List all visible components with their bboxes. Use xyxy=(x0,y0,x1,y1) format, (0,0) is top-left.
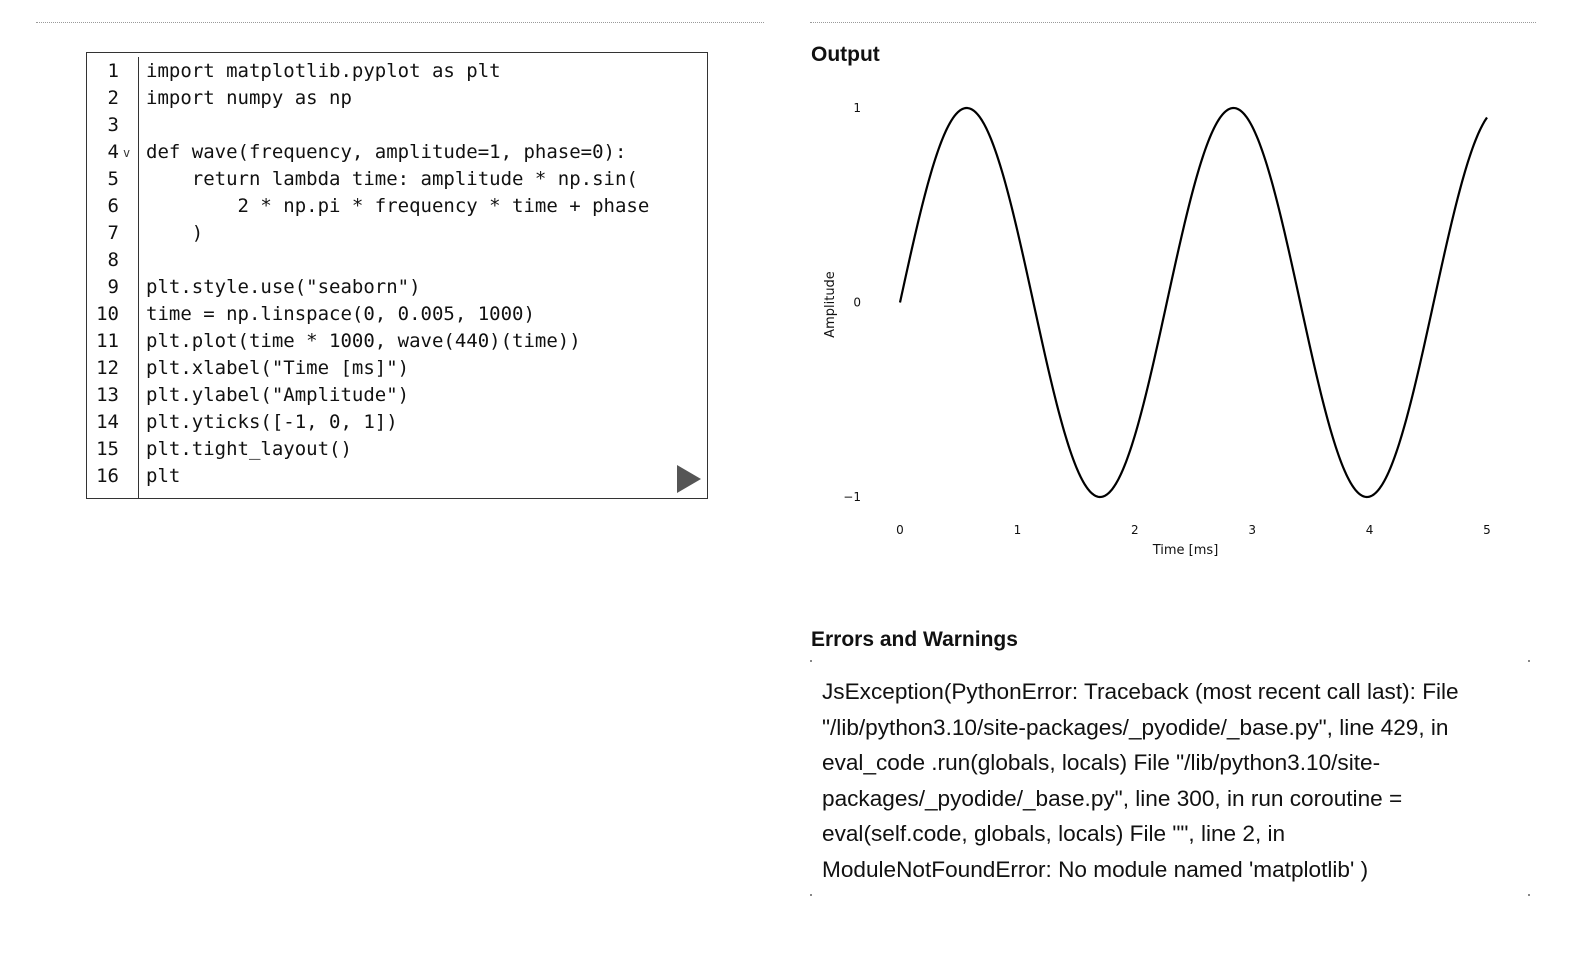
errors-panel: JsException(PythonError: Traceback (most… xyxy=(810,660,1530,896)
line-number: 1 xyxy=(107,60,119,82)
panel-corner xyxy=(1528,660,1530,662)
line-number: 5 xyxy=(107,168,119,190)
line-number: 10 xyxy=(96,303,119,325)
code-text[interactable]: 2 * np.pi * frequency * time + phase xyxy=(146,195,650,217)
x-tick-label: 4 xyxy=(1366,523,1374,537)
errors-title: Errors and Warnings xyxy=(811,628,1018,651)
line-number: 3 xyxy=(107,114,119,136)
line-number: 13 xyxy=(96,384,119,406)
chart-axes: 0 1 2 3 4 5 1 0 −1 xyxy=(843,101,1491,537)
line-number: 14 xyxy=(96,411,119,433)
code-line[interactable]: 16 plt xyxy=(87,463,707,490)
code-line[interactable]: 9 plt.style.use("seaborn") xyxy=(87,274,707,301)
line-number: 8 xyxy=(107,249,119,271)
x-axis-label: Time [ms] xyxy=(1152,543,1219,558)
code-line[interactable]: 11 plt.plot(time * 1000, wave(440)(time)) xyxy=(87,328,707,355)
code-text[interactable]: plt.xlabel("Time [ms]") xyxy=(146,357,410,379)
code-text[interactable]: time = np.linspace(0, 0.005, 1000) xyxy=(146,303,535,325)
line-number: 9 xyxy=(107,276,119,298)
x-tick-label: 3 xyxy=(1248,523,1256,537)
code-text[interactable]: import numpy as np xyxy=(146,87,352,109)
y-tick-label: 0 xyxy=(853,296,861,310)
line-number: 15 xyxy=(96,438,119,460)
line-number: 11 xyxy=(96,330,119,352)
line-number: 12 xyxy=(96,357,119,379)
code-line[interactable]: 13 plt.ylabel("Amplitude") xyxy=(87,382,707,409)
x-tick-label: 1 xyxy=(1014,523,1022,537)
code-line[interactable]: 6 2 * np.pi * frequency * time + phase xyxy=(87,193,707,220)
code-text[interactable]: plt.tight_layout() xyxy=(146,438,352,460)
code-editor[interactable]: 1 import matplotlib.pyplot as plt 2 import … xyxy=(86,52,708,499)
fold-chevron-icon[interactable]: v xyxy=(123,146,131,160)
line-number: 6 xyxy=(107,195,119,217)
error-message: JsException(PythonError: Traceback (most… xyxy=(822,679,1459,882)
code-text[interactable]: plt.yticks([-1, 0, 1]) xyxy=(146,411,398,433)
code-text[interactable]: plt xyxy=(146,465,181,487)
code-line[interactable]: 7 ) xyxy=(87,220,707,247)
code-text[interactable]: return lambda time: amplitude * np.sin( xyxy=(146,168,638,190)
code-line[interactable]: 14 plt.yticks([-1, 0, 1]) xyxy=(87,409,707,436)
code-line[interactable]: 12 plt.xlabel("Time [ms]") xyxy=(87,355,707,382)
y-axis-label: Amplitude xyxy=(823,271,838,338)
run-button[interactable] xyxy=(677,465,701,493)
code-line[interactable]: 10 time = np.linspace(0, 0.005, 1000) xyxy=(87,301,707,328)
code-line[interactable]: 2 import numpy as np xyxy=(87,85,707,112)
panel-corner xyxy=(810,660,812,662)
code-line[interactable]: 1 import matplotlib.pyplot as plt xyxy=(87,58,707,85)
divider-left xyxy=(36,22,764,23)
code-line[interactable]: 8 xyxy=(87,247,707,274)
code-text[interactable]: import matplotlib.pyplot as plt xyxy=(146,60,501,82)
code-text[interactable]: plt.plot(time * 1000, wave(440)(time)) xyxy=(146,330,581,352)
divider-right xyxy=(810,22,1536,23)
code-text[interactable]: plt.style.use("seaborn") xyxy=(146,276,421,298)
y-tick-label: −1 xyxy=(843,490,861,504)
y-tick-label: 1 xyxy=(853,101,861,115)
code-text[interactable]: plt.ylabel("Amplitude") xyxy=(146,384,410,406)
x-tick-label: 2 xyxy=(1131,523,1139,537)
code-line[interactable]: 5 return lambda time: amplitude * np.sin… xyxy=(87,166,707,193)
code-line[interactable]: 3 xyxy=(87,112,707,139)
output-chart: 0 1 2 3 4 5 1 0 −1 Time [ms] Amplitude xyxy=(823,101,1491,558)
code-line[interactable]: 15 plt.tight_layout() xyxy=(87,436,707,463)
line-number: 2 xyxy=(107,87,119,109)
line-number: 16 xyxy=(96,465,119,487)
code-text[interactable]: def wave(frequency, amplitude=1, phase=0… xyxy=(146,141,627,163)
line-number: 7 xyxy=(107,222,119,244)
output-title: Output xyxy=(811,43,880,66)
panel-corner xyxy=(810,894,812,896)
series-line xyxy=(898,106,1488,499)
code-text[interactable]: ) xyxy=(146,222,204,244)
line-number: 4 xyxy=(107,141,119,163)
gutter-separator xyxy=(138,57,139,498)
panel-corner xyxy=(1528,894,1530,896)
x-tick-label: 0 xyxy=(896,523,904,537)
x-tick-label: 5 xyxy=(1483,523,1491,537)
